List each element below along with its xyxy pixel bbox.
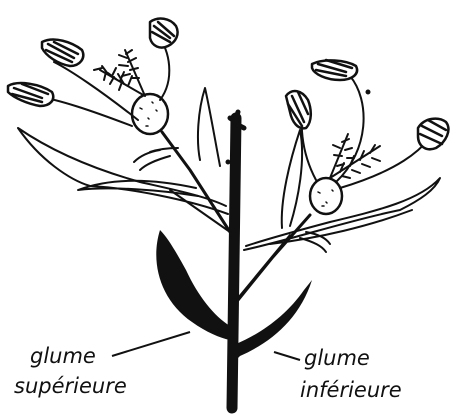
left-lemma (18, 128, 228, 214)
anther-right-top (312, 60, 357, 80)
anther-right (418, 119, 448, 150)
lower-glume-label-line1: glume (304, 346, 370, 370)
anther-top (150, 19, 178, 48)
right-floret-stalk (238, 215, 310, 300)
anther-right-mid (286, 91, 311, 128)
upper-glume-shape (156, 230, 230, 340)
anther-upper-left (42, 40, 83, 66)
left-ovary (132, 94, 168, 134)
right-ovary (310, 178, 342, 214)
rachis (232, 118, 236, 408)
left-floret-stalk (162, 132, 230, 232)
lower-glume-leader (274, 352, 300, 360)
upper-glume-leader (112, 332, 190, 356)
upper-glume-label-line2: supérieure (14, 374, 127, 398)
left-filament-1 (54, 62, 138, 120)
anther-left (8, 83, 53, 106)
lower-glume-label-line2: inférieure (300, 378, 402, 402)
lower-glume-shape (236, 280, 312, 360)
upper-glume-label-line1: glume (30, 344, 96, 368)
